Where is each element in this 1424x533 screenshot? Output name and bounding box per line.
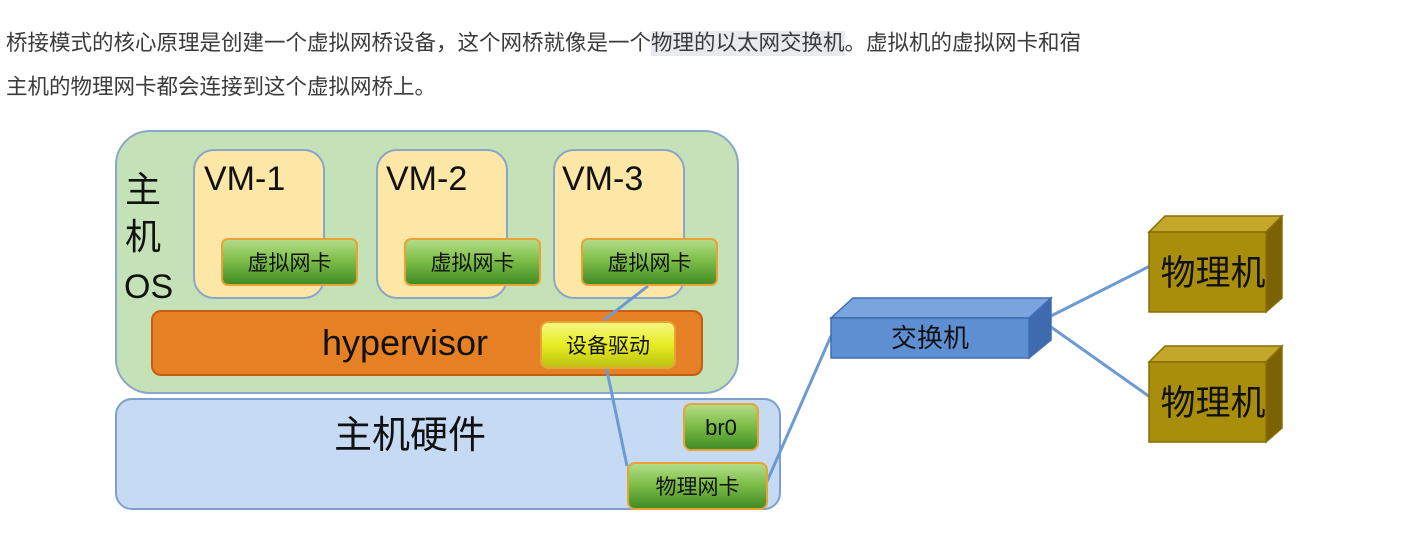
vm-2-virtual-nic (404, 238, 541, 286)
link-physical-nic-to-switch (763, 335, 833, 487)
switch-icon (829, 296, 1053, 360)
physical-nic-box (627, 462, 768, 510)
link-switch-to-machine-1 (1050, 264, 1151, 318)
vm-2-label: VM-2 (386, 160, 467, 198)
paragraph-text-1b: 。虚拟机的虚拟网卡和宿 (844, 31, 1082, 56)
bridge-br0-label: br0 (705, 415, 737, 440)
highlighted-text: 物理的以太网交换机 (651, 31, 845, 56)
physical-machine-2-icon (1147, 344, 1284, 444)
physical-machine-1-label: 物理机 (1160, 254, 1265, 293)
vm-3-virtual-nic-label: 虚拟网卡 (608, 252, 692, 275)
link-driver-to-physical-nic (604, 365, 629, 467)
intro-paragraph: 桥接模式的核心原理是创建一个虚拟网桥设备，这个网桥就像是一个物理的以太网交换机。… (6, 22, 1416, 110)
host-os-label-2: 机 (125, 216, 161, 257)
host-hardware-label: 主机硬件 (334, 415, 486, 457)
paragraph-line-2: 主机的物理网卡都会连接到这个虚拟网桥上。 (6, 75, 437, 100)
vm-3-label: VM-3 (562, 160, 643, 198)
vm-1-virtual-nic-label: 虚拟网卡 (248, 252, 332, 275)
physical-nic-label: 物理网卡 (656, 476, 740, 499)
host-os-label-3: OS (124, 268, 173, 306)
bridge-br0-box (683, 403, 759, 451)
device-driver-label: 设备驱动 (566, 335, 650, 358)
link-vnic-to-driver (603, 284, 649, 322)
vm-1-virtual-nic (221, 238, 358, 286)
vm-1-label: VM-1 (204, 160, 285, 198)
host-os-label-1: 主 (125, 169, 161, 210)
switch-label: 交换机 (891, 323, 969, 353)
paragraph-text-1a: 桥接模式的核心原理是创建一个虚拟网桥设备，这个网桥就像是一个 (6, 31, 652, 56)
physical-machine-1-icon (1147, 214, 1284, 314)
vm-2-virtual-nic-label: 虚拟网卡 (431, 252, 515, 275)
device-driver-box (540, 321, 676, 369)
hypervisor-label: hypervisor (322, 322, 488, 363)
paragraph-line-1: 桥接模式的核心原理是创建一个虚拟网桥设备，这个网桥就像是一个物理的以太网交换机。… (6, 22, 1416, 66)
link-switch-to-machine-2 (1050, 325, 1151, 399)
vm-3-virtual-nic (581, 238, 718, 286)
physical-machine-2-label: 物理机 (1160, 384, 1265, 423)
